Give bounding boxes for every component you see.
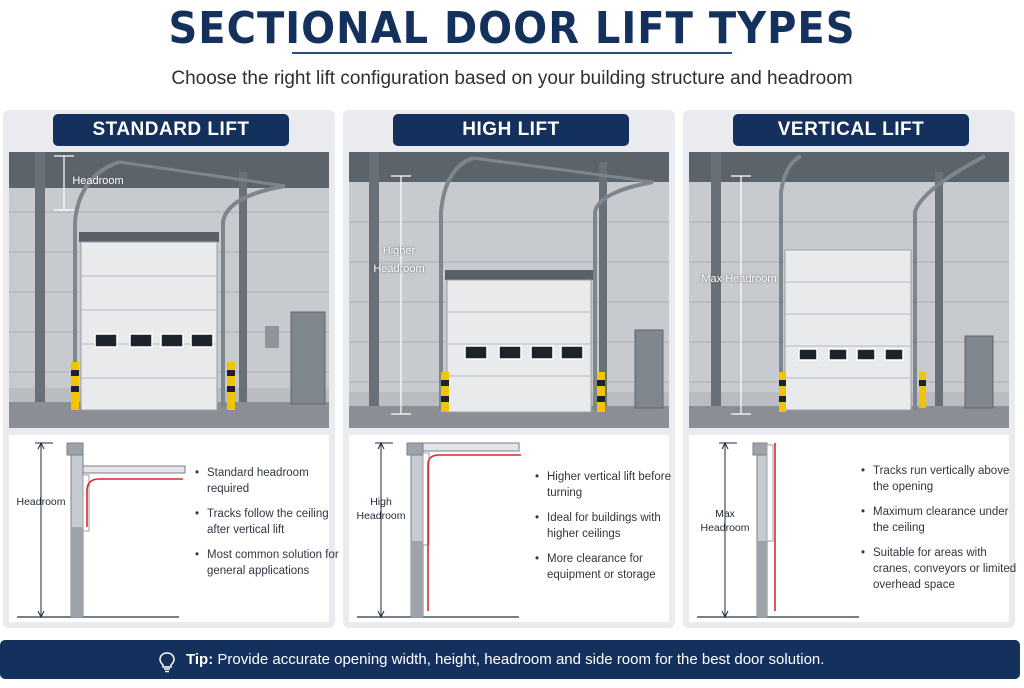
diagram-standard-lift: Headroom Standard headroom required Trac… bbox=[9, 435, 339, 622]
bullet-standard-1: Standard headroom required bbox=[195, 465, 347, 497]
panel-standard-lift: STANDARD LIFT Headroom bbox=[3, 110, 339, 628]
title-underline bbox=[292, 52, 732, 54]
panel-high-lift: HIGH LIFT Higher Headroom bbox=[343, 110, 675, 628]
tip-bar: Tip: Provide accurate opening width, hei… bbox=[0, 640, 1020, 679]
panel-title-standard-lift: STANDARD LIFT bbox=[53, 114, 289, 146]
bullet-vertical-3: Suitable for areas with cranes, conveyor… bbox=[861, 545, 1021, 593]
diagram-label-high-headroom: High Headroom bbox=[356, 496, 406, 522]
photo-label-headroom: Headroom bbox=[72, 175, 124, 187]
diagram-high-lift: High Headroom Higher vertical lift befor… bbox=[349, 435, 671, 622]
bullet-standard-3: Most common solution for general applica… bbox=[195, 547, 347, 579]
bullet-list-vertical-lift: Tracks run vertically above the opening … bbox=[861, 463, 1021, 602]
bullet-vertical-2: Maximum clearance under the ceiling bbox=[861, 504, 1013, 536]
bullet-high-3: More clearance for equipment or storage bbox=[535, 551, 687, 583]
diagram-label-headroom: Headroom bbox=[16, 496, 66, 508]
bullet-list-standard-lift: Standard headroom required Tracks follow… bbox=[195, 465, 347, 588]
lightbulb-icon bbox=[158, 649, 176, 688]
bullet-high-2: Ideal for buildings with higher ceilings bbox=[535, 510, 687, 542]
page-subtitle: Choose the right lift configuration base… bbox=[171, 68, 853, 89]
panel-title-high-lift: HIGH LIFT bbox=[393, 114, 629, 146]
bullet-high-1: Higher vertical lift before turning bbox=[535, 469, 687, 501]
diagram-label-max-headroom: Max Headroom bbox=[700, 508, 750, 534]
photo-standard-lift bbox=[9, 152, 329, 428]
bullet-standard-2: Tracks follow the ceiling after vertical… bbox=[195, 506, 347, 538]
panel-title-vertical-lift: VERTICAL LIFT bbox=[733, 114, 969, 146]
tip-body: Provide accurate opening width, height, … bbox=[217, 651, 825, 668]
bullet-list-high-lift: Higher vertical lift before turning Idea… bbox=[535, 469, 687, 592]
photo-label-higher-headroom: Higher Headroom bbox=[373, 245, 425, 275]
page-title: SECTIONAL DOOR LIFT TYPES bbox=[168, 4, 856, 54]
diagram-vertical-lift: Max Headroom Tracks run vertically above… bbox=[689, 435, 1016, 622]
bullet-vertical-1: Tracks run vertically above the opening bbox=[861, 463, 1013, 495]
tip-label: Tip: bbox=[186, 651, 214, 668]
photo-high-lift bbox=[349, 152, 669, 428]
tip-text: Tip: Provide accurate opening width, hei… bbox=[186, 640, 824, 679]
panel-vertical-lift: VERTICAL LIFT Max Headroom bbox=[683, 110, 1016, 628]
photo-label-max-headroom: Max Headroom bbox=[701, 273, 777, 285]
photo-vertical-lift bbox=[689, 152, 1009, 428]
